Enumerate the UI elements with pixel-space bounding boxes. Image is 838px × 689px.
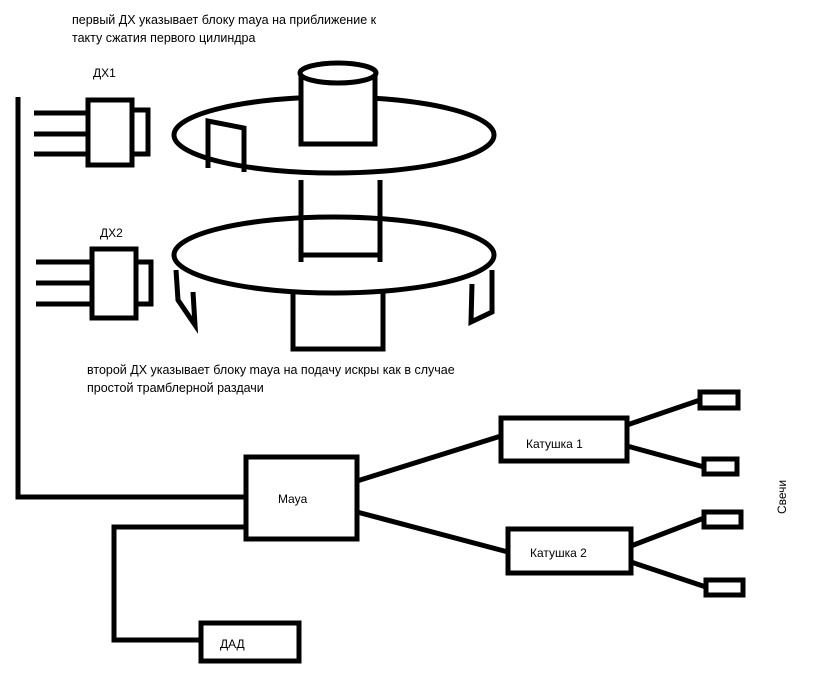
spark-plug-4 <box>703 577 746 598</box>
lower-trigger-disk <box>171 214 497 352</box>
spark-plugs-label: Свечи <box>775 480 789 514</box>
shaft <box>298 180 383 262</box>
upper-trigger-disk <box>171 60 497 176</box>
sensor-dh1 <box>34 97 151 168</box>
spark-plug-3 <box>701 509 744 530</box>
maya-block: Maya <box>243 454 360 542</box>
coil-2-label: Катушка 2 <box>530 546 587 560</box>
caption-mid-line2: простой трамблерной раздачи <box>87 381 264 395</box>
maya-label: Maya <box>278 492 308 506</box>
spark-plug-1 <box>697 389 741 411</box>
caption-top-line2: такту сжатия первого цилиндра <box>72 31 256 45</box>
spark-plug-2 <box>701 456 740 477</box>
sensor-dh2 <box>36 246 154 321</box>
wiring <box>15 97 707 643</box>
coil-1-block: Катушка 1 <box>498 415 630 464</box>
coil-2-block: Катушка 2 <box>505 526 634 576</box>
caption-mid-line1: второй ДХ указывает блоку maya на подачу… <box>87 363 455 377</box>
dad-label: ДАД <box>220 637 245 651</box>
coil-1-label: Катушка 1 <box>526 437 583 451</box>
dad-block: ДАД <box>198 620 302 664</box>
sensor-dh1-label: ДХ1 <box>93 66 116 80</box>
spark-plugs <box>697 389 746 598</box>
caption-top-line1: первый ДХ указывает блоку maya на прибли… <box>72 13 377 27</box>
sensor-dh2-label: ДХ2 <box>100 226 123 240</box>
